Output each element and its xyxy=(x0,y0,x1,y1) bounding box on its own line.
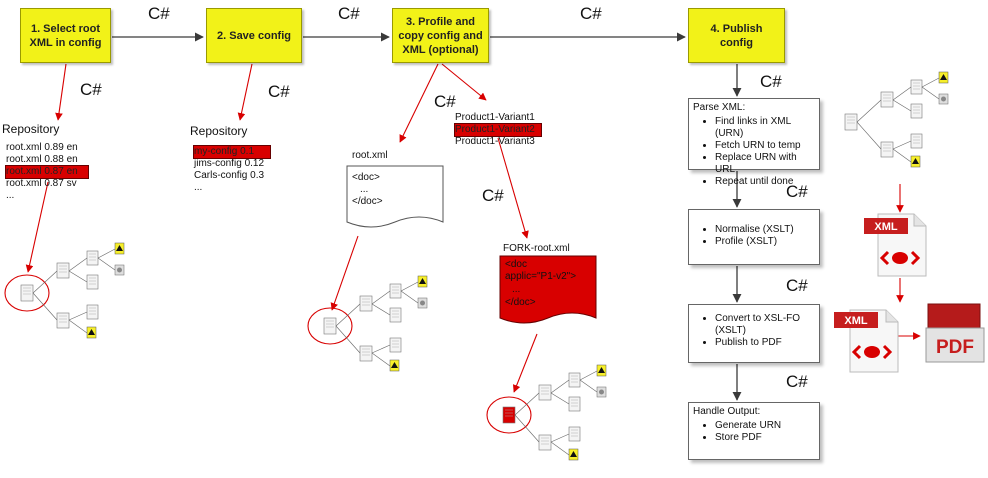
csharp-label: C# xyxy=(786,276,808,295)
xml-icon-label: XML xyxy=(844,315,868,327)
csharp-label: C# xyxy=(482,186,504,205)
rootxml-line: <doc> xyxy=(352,172,380,183)
process-handle-output[interactable]: Handle Output: Generate URN Store PDF xyxy=(688,402,820,460)
red-arrow-step3-rootxml xyxy=(399,63,439,143)
root-highlight-ellipse xyxy=(4,274,50,312)
csharp-label: C# xyxy=(786,372,808,391)
process-bullet: Publish to PDF xyxy=(715,337,815,349)
document-tree-thumbnail xyxy=(20,242,125,339)
xml-file-icon: XML xyxy=(864,213,927,277)
document-tree-thumbnail xyxy=(844,71,949,168)
rootxml-line: ... xyxy=(360,184,369,195)
config-item[interactable]: Carls-config 0.3 xyxy=(194,170,265,181)
rootxml-document-shape xyxy=(346,165,444,228)
step-profile-copy[interactable]: 3. Profile and copy config and XML (opti… xyxy=(392,8,489,63)
red-arrow-variant-fork xyxy=(497,137,529,239)
repo-item[interactable]: root.xml 0.87 sv xyxy=(6,178,77,189)
repo-item-more: ... xyxy=(6,190,15,201)
forkxml-line: applic="P1-v2"> xyxy=(505,271,577,282)
repository-title: Repository xyxy=(2,122,60,136)
repo-item[interactable]: root.xml 0.88 en xyxy=(6,154,78,165)
csharp-label: C# xyxy=(148,4,170,23)
pdf-icon-label: PDF xyxy=(936,337,974,358)
process-parse-xml[interactable]: Parse XML: Find links in XML (URN) Fetch… xyxy=(688,98,820,187)
process-bullet: Convert to XSL-FO (XSLT) xyxy=(715,313,815,337)
process-bullet: Repeat until done xyxy=(715,176,815,188)
config-list: my-config 0.1 jims-config 0.12 Carls-con… xyxy=(193,145,271,194)
red-arrow-step1-repo xyxy=(55,63,67,121)
forkxml-title: FORK-root.xml xyxy=(503,243,570,254)
process-title: Handle Output: xyxy=(693,406,761,417)
red-arrow-repo1-tree xyxy=(25,181,49,273)
csharp-label: C# xyxy=(434,92,456,111)
step-publish-config[interactable]: 4. Publish config xyxy=(688,8,785,63)
process-normalise-profile[interactable]: Normalise (XSLT) Profile (XSLT) xyxy=(688,209,820,265)
process-bullet: Normalise (XSLT) xyxy=(715,224,815,236)
variant-item-selected[interactable]: Product1-Variant2 xyxy=(454,123,542,137)
csharp-label: C# xyxy=(338,4,360,23)
forkxml-line: <doc xyxy=(505,259,527,270)
csharp-label: C# xyxy=(80,80,102,99)
repository-title: Repository xyxy=(190,124,248,138)
step-select-root-xml[interactable]: 1. Select root XML in config xyxy=(20,8,111,63)
repo-item-selected[interactable]: root.xml 0.87 en xyxy=(5,165,89,179)
forkxml-document-shape xyxy=(499,255,597,324)
forkxml-line: ... xyxy=(512,284,521,295)
root-highlight-ellipse xyxy=(307,307,353,345)
process-bullet: Store PDF xyxy=(715,432,815,444)
pdf-file-icon: PDF xyxy=(925,303,985,363)
process-bullet: Find links in XML (URN) xyxy=(715,116,815,140)
csharp-label: C# xyxy=(580,4,602,23)
rootxml-title: root.xml xyxy=(352,150,388,161)
repository-list: root.xml 0.89 en root.xml 0.88 en root.x… xyxy=(5,142,89,202)
config-item-more: ... xyxy=(194,182,203,193)
config-item[interactable]: jims-config 0.12 xyxy=(194,158,265,169)
red-arrow-step3-variants xyxy=(441,63,487,101)
process-bullet: Fetch URN to temp xyxy=(715,140,815,152)
csharp-label: C# xyxy=(760,72,782,91)
xml-icon-label: XML xyxy=(874,221,898,233)
process-bullet: Profile (XSLT) xyxy=(715,236,815,248)
red-arrow-fork-tree xyxy=(512,333,538,393)
process-convert-publish[interactable]: Convert to XSL-FO (XSLT) Publish to PDF xyxy=(688,304,820,363)
process-bullet: Generate URN xyxy=(715,420,815,432)
csharp-label: C# xyxy=(786,182,808,201)
repo-item[interactable]: root.xml 0.89 en xyxy=(6,142,78,153)
rootxml-line: </doc> xyxy=(352,196,383,207)
config-item-selected[interactable]: my-config 0.1 xyxy=(193,145,271,159)
root-highlight-ellipse xyxy=(486,396,532,434)
forkxml-line: </doc> xyxy=(505,297,536,308)
document-tree-thumbnail xyxy=(502,364,607,461)
variant-item[interactable]: Product1-Variant1 xyxy=(455,112,535,123)
csharp-label: C# xyxy=(268,82,290,101)
process-title: Parse XML: xyxy=(693,102,746,113)
xml-file-icon: XML xyxy=(834,309,899,373)
red-arrow-step2-repo xyxy=(237,63,253,121)
process-bullet: Replace URN with URL xyxy=(715,152,815,176)
document-tree-thumbnail xyxy=(323,275,428,372)
step-save-config[interactable]: 2. Save config xyxy=(206,8,302,63)
variant-list: Product1-Variant1 Product1-Variant2 Prod… xyxy=(454,112,542,148)
red-arrow-rootxml-tree xyxy=(330,235,359,311)
variant-item[interactable]: Product1-Variant3 xyxy=(455,136,535,147)
